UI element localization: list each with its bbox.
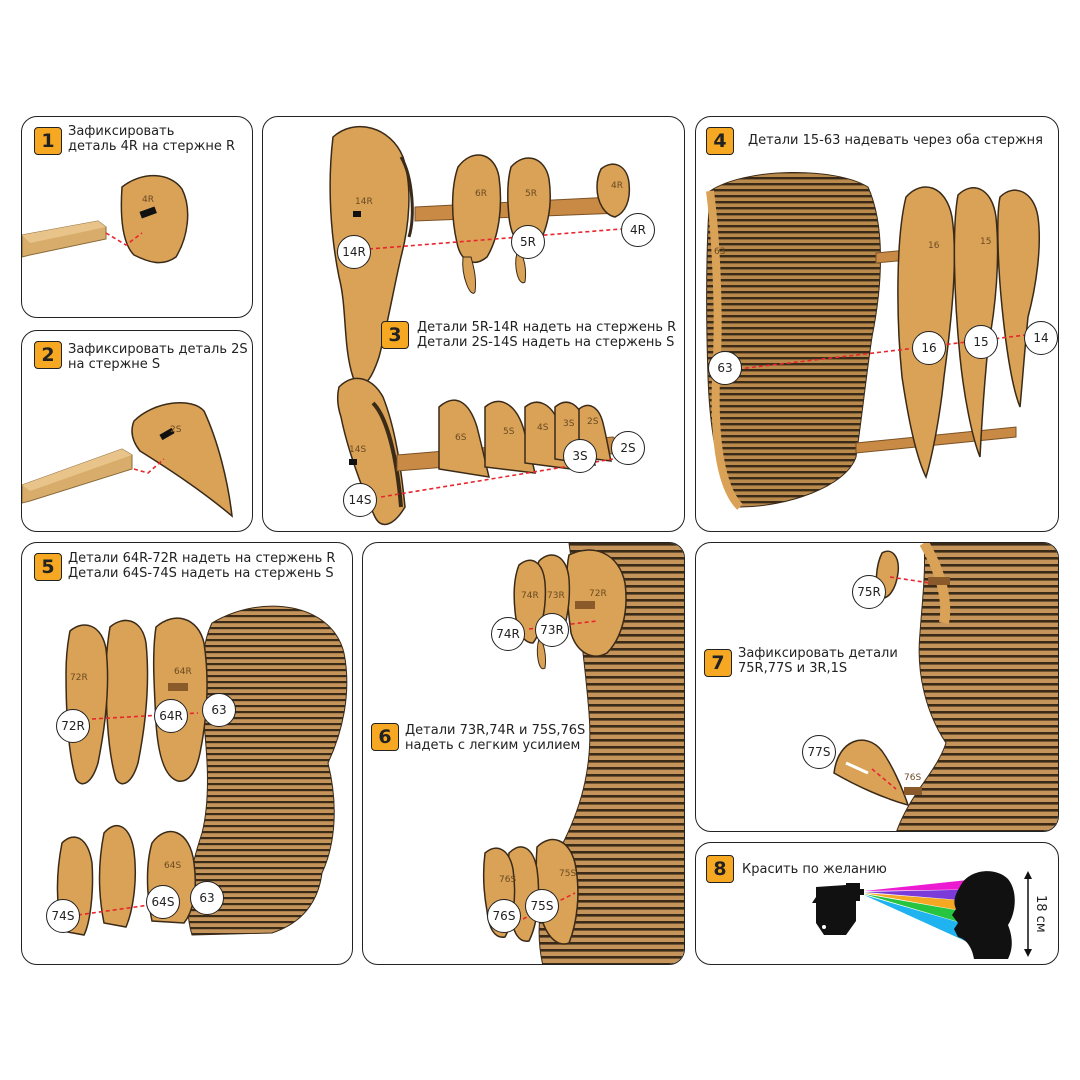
step-8-number: 8 — [706, 855, 734, 883]
spray-can-hand-icon — [812, 883, 864, 935]
engraving-4r-top: 4R — [611, 181, 623, 191]
step-1-panel: 1 Зафиксировать деталь 4R на стержне R 4… — [21, 116, 253, 318]
step-7-number: 7 — [704, 649, 732, 677]
step-7-illustration — [833, 543, 1058, 831]
engraving-75s: 75S — [559, 869, 577, 879]
step-6-number: 6 — [371, 723, 399, 751]
engraving-64r: 64R — [174, 667, 192, 677]
engraving-4s: 4S — [537, 423, 549, 433]
step-6-caption-line1: Детали 73R,74R и 75S,76S — [405, 723, 586, 738]
step-4-panel: 4 Детали 15-63 надевать через оба стержн… — [695, 116, 1059, 532]
engraving-72r-p6: 72R — [589, 589, 607, 599]
step-4-illustration — [706, 172, 1040, 510]
step-3-caption-line1: Детали 5R-14R надеть на стержень R — [417, 320, 677, 335]
step-3-panel: 14R 6R 5R 4R 14S 6S 5S 4S 3S 2S 14R 5R 4… — [262, 116, 685, 532]
callout-2s: 2S — [611, 431, 645, 465]
part-4r — [120, 174, 189, 264]
callout-73r: 73R — [535, 613, 569, 647]
step-2-panel: 2 Зафиксировать деталь 2S на стержне S 2… — [21, 330, 253, 532]
step-5-panel: 5 Детали 64R-72R надеть на стержень R Де… — [21, 542, 353, 965]
callout-14: 14 — [1024, 321, 1058, 355]
step-1-caption-line2: деталь 4R на стержне R — [68, 139, 236, 154]
callout-77s: 77S — [802, 735, 836, 769]
step-1-caption-line1: Зафиксировать — [68, 124, 175, 139]
step-3-caption-line2: Детали 2S-14S надеть на стержень S — [417, 335, 675, 350]
step-5-caption-line2: Детали 64S-74S надеть на стержень S — [68, 566, 334, 581]
step-5-illustration — [56, 605, 348, 936]
engraving-6r: 6R — [475, 189, 487, 199]
step-2-caption-line2: на стержне S — [68, 357, 161, 372]
callout-63-p5a: 63 — [202, 693, 236, 727]
engraving-76s: 76S — [499, 875, 517, 885]
engraving-76s-p7: 76S — [904, 773, 922, 783]
step-6-panel: 74R 73R 72R 76S 75S 74R 73R 6 Детали 73R… — [362, 542, 685, 965]
callout-64r: 64R — [154, 699, 188, 733]
step-2-illustration — [22, 401, 233, 518]
engraving-63: 63 — [714, 247, 726, 257]
step-5-caption-line1: Детали 64R-72R надеть на стержень R — [68, 551, 336, 566]
callout-3s: 3S — [563, 439, 597, 473]
head-bust-p5 — [187, 605, 348, 936]
step-2-number: 2 — [34, 341, 62, 369]
engraving-14s: 14S — [349, 445, 367, 455]
callout-14r: 14R — [337, 235, 371, 269]
step-1-number: 1 — [34, 127, 62, 155]
callout-64s: 64S — [146, 885, 180, 919]
callout-74r: 74R — [491, 617, 525, 651]
callout-15: 15 — [964, 325, 998, 359]
engraving-5r: 5R — [525, 189, 537, 199]
engraving-4r: 4R — [142, 195, 154, 205]
step-7-caption-line2: 75R,77S и 3R,1S — [738, 661, 848, 676]
engraving-14r: 14R — [355, 197, 373, 207]
callout-75s: 75S — [525, 889, 559, 923]
step-8-caption: Красить по желанию — [742, 862, 887, 877]
engraving-64s: 64S — [164, 861, 182, 871]
step-6-illustration — [482, 543, 684, 964]
engraving-6s: 6S — [455, 433, 467, 443]
head-silhouette-icon — [952, 871, 1015, 959]
callout-14s: 14S — [343, 483, 377, 517]
step-4-caption: Детали 15-63 надевать через оба стержня — [748, 133, 1043, 148]
part-2s — [131, 401, 233, 518]
engraving-74r: 74R — [521, 591, 539, 601]
step-7-caption-line1: Зафиксировать детали — [738, 646, 898, 661]
callout-63-p5b: 63 — [190, 881, 224, 915]
engraving-15: 15 — [980, 237, 992, 247]
engraving-3s: 3S — [563, 419, 575, 429]
engraving-5s: 5S — [503, 427, 515, 437]
engraving-72r: 72R — [70, 673, 88, 683]
callout-5r: 5R — [511, 225, 545, 259]
callout-75r: 75R — [852, 575, 886, 609]
step-6-caption-line2: надеть с легким усилием — [405, 738, 581, 753]
part-14s — [336, 377, 406, 526]
step-3-number: 3 — [381, 321, 409, 349]
engraving-16: 16 — [928, 241, 940, 251]
callout-63-p4: 63 — [708, 351, 742, 385]
size-label: 18 см — [1033, 895, 1048, 933]
step-8-panel: 8 Красить по желанию 18 см — [695, 842, 1059, 965]
callout-16: 16 — [912, 331, 946, 365]
step-7-panel: 76S 75R 7 Зафиксировать детали 75R,77S и… — [695, 542, 1059, 832]
step-4-number: 4 — [706, 127, 734, 155]
callout-74s: 74S — [46, 899, 80, 933]
engraving-2s-top: 2S — [587, 417, 599, 427]
head-block-63 — [706, 172, 881, 508]
callout-4r: 4R — [621, 213, 655, 247]
step-2-caption-line1: Зафиксировать деталь 2S — [68, 342, 248, 357]
callout-72r: 72R — [56, 709, 90, 743]
step-8-illustration — [812, 871, 1032, 959]
callout-76s: 76S — [487, 899, 521, 933]
step-1-illustration — [22, 174, 189, 264]
engraving-2s: 2S — [170, 425, 182, 435]
engraving-73r: 73R — [547, 591, 565, 601]
step-5-number: 5 — [34, 553, 62, 581]
